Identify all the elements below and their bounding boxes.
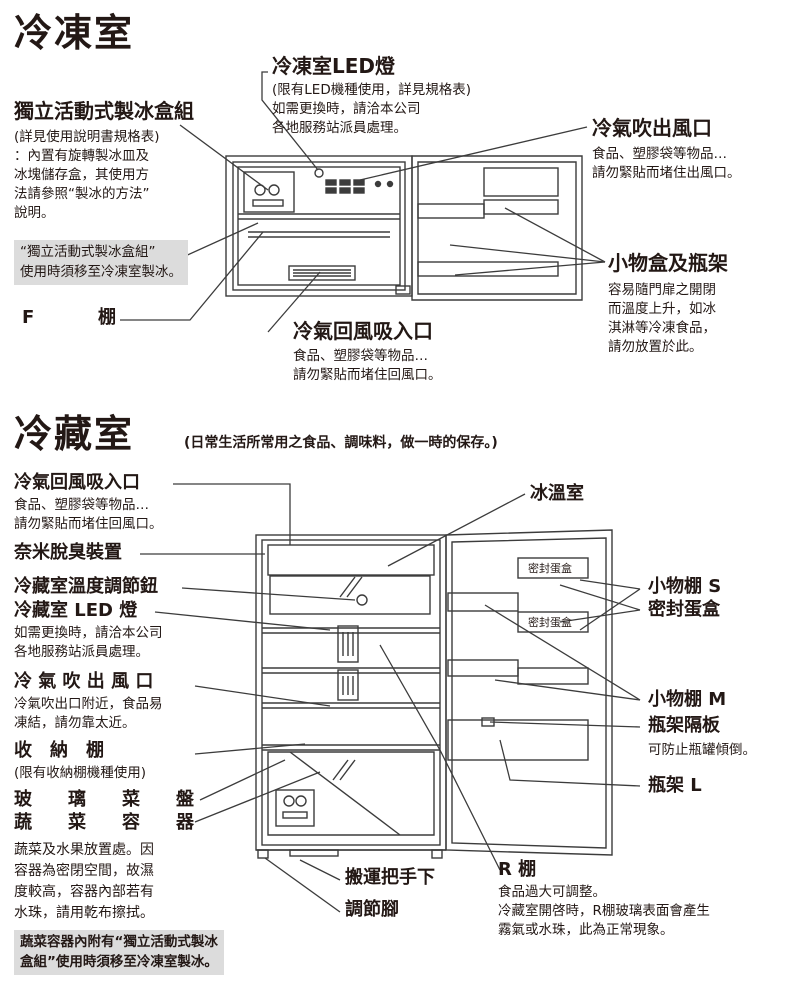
veg-container-title: 蔬 菜 容 器 — [14, 812, 203, 833]
small-shelf-m-title: 小物棚 M — [648, 689, 727, 710]
r-shelf-title: R 棚 — [498, 859, 537, 880]
freezer-outlet-desc: 食品、塑膠袋等物品… 請勿緊貼而堵住出風口。 — [592, 146, 741, 181]
leader-lines — [120, 71, 641, 913]
freezer-return-desc: 食品、塑膠袋等物品… 請勿緊貼而堵住回風口。 — [293, 348, 442, 383]
door-box-title: 小物盒及瓶架 — [608, 251, 728, 275]
fridge-outlet-title: 冷 氣 吹 出 風 口 — [14, 671, 154, 692]
ice-maker-note: “獨立活動式製冰盒組” 使用時須移至冷凍室製冰。 — [14, 240, 188, 286]
freezer-heading: 冷凍室 — [14, 11, 135, 55]
fridge-led-title: 冷藏室 LED 燈 — [14, 600, 138, 621]
small-shelf-s-title: 小物棚 S — [648, 576, 722, 597]
carry-handle-title: 搬運把手下 — [345, 867, 435, 888]
egg-box-label-bottom: 密封蛋盒 — [528, 615, 572, 629]
bottle-divider-title: 瓶架隔板 — [648, 715, 720, 736]
storage-shelf-title: 收 納 棚 — [14, 740, 104, 761]
fridge-cabinet — [255, 529, 613, 859]
bottle-rack-l-title: 瓶架 L — [648, 775, 702, 796]
fridge-heading: 冷藏室 — [14, 412, 135, 456]
adjust-foot-title: 調節腳 — [345, 899, 399, 920]
veg-container-desc: 蔬菜及水果放置處。因 容器為密閉空間，故濕 度較高，容器內部若有 水珠，請用乾布… — [14, 842, 154, 921]
freezer-return-title: 冷氣回風吸入口 — [293, 319, 433, 343]
r-shelf-desc: 食品過大可調整。 冷藏室開啓時，R棚玻璃表面會產生 霧氣或水珠，此為正常現象。 — [498, 884, 710, 938]
ice-maker-desc: (詳見使用說明書規格表) ：內置有旋轉製冰皿及 冰塊儲存盒，其使用方 法請參照“… — [14, 129, 160, 221]
egg-box-title: 密封蛋盒 — [648, 599, 720, 620]
glass-tray-title: 玻 璃 菜 盤 — [14, 789, 203, 810]
fridge-subtitle: (日常生活所常用之食品、調味料，做一時的保存。) — [184, 435, 498, 451]
freezer-outlet-title: 冷氣吹出風口 — [592, 116, 712, 140]
veg-container-note: 蔬菜容器內附有“獨立活動式製冰 盒組”使用時須移至冷凍室製冰。 — [14, 930, 224, 976]
ice-maker-title: 獨立活動式製冰盒組 — [14, 99, 194, 123]
storage-shelf-desc: (限有收納棚機種使用) — [14, 765, 147, 781]
freezer-cabinet — [225, 155, 583, 301]
f-shelf-letter: F — [22, 307, 35, 328]
fridge-outlet-desc: 冷氣吹出口附近，食品易 凍結，請勿靠太近。 — [14, 696, 163, 731]
f-shelf-word: 棚 — [98, 307, 116, 328]
fridge-led-desc: 如需更換時，請洽本公司 各地服務站派員處理。 — [14, 625, 163, 660]
freezer-led-title: 冷凍室LED燈 — [272, 54, 396, 78]
bottle-divider-desc: 可防止瓶罐傾倒。 — [648, 742, 756, 758]
nano-deodorizer-title: 奈米脫臭裝置 — [14, 542, 122, 563]
temp-knob-title: 冷藏室溫度調節鈕 — [14, 576, 158, 597]
chill-room-title: 冰溫室 — [530, 483, 584, 504]
egg-box-label-top: 密封蛋盒 — [528, 561, 572, 575]
freezer-led-desc: (限有LED機種使用，詳見規格表) 如需更換時，請洽本公司 各地服務站派員處理。 — [272, 82, 471, 136]
fridge-return-desc: 食品、塑膠袋等物品… 請勿緊貼而堵住回風口。 — [14, 497, 163, 532]
fridge-return-title: 冷氣回風吸入口 — [14, 472, 140, 493]
door-box-desc: 容易隨門扉之開閉 而溫度上升，如冰 淇淋等冷凍食品， 請勿放置於此。 — [608, 282, 716, 355]
